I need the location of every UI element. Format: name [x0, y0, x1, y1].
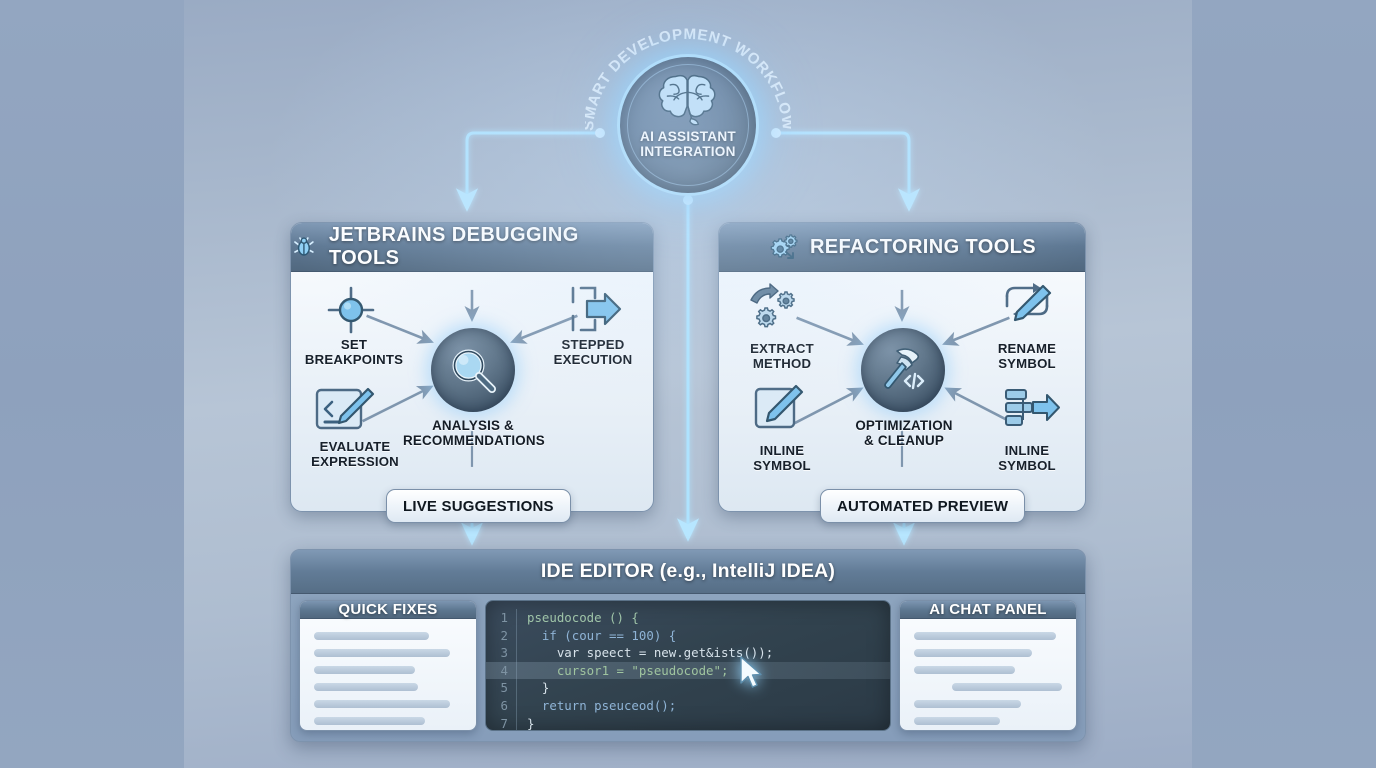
- hub-inner-ring: [627, 64, 749, 186]
- optimization-core-icon[interactable]: [861, 328, 945, 412]
- ide-editor-body: QUICK FIXES 1 pseudocode () {: [291, 594, 1085, 741]
- placeholder-line: [914, 666, 1015, 674]
- ai-chat-panel[interactable]: AI CHAT PANEL: [899, 600, 1077, 731]
- code-line[interactable]: 1 pseudocode () {: [486, 609, 890, 627]
- gutter-divider: [516, 661, 517, 680]
- panel-header-refactoring: REFACTORING TOOLS: [719, 223, 1085, 272]
- node-label-stepped-execution: STEPPED EXECUTION: [553, 337, 633, 367]
- magnifier-icon: [452, 349, 496, 393]
- line-number: 3: [500, 645, 508, 661]
- panel-body-refactoring: EXTRACT METHOD RENAME SYMBOL: [719, 272, 1085, 511]
- chip-live-suggestions-label: LIVE SUGGESTIONS: [403, 497, 554, 515]
- code-line[interactable]: 6 return pseuceod();: [486, 696, 890, 715]
- code-text: }: [527, 680, 550, 696]
- breakpoint-icon: [323, 284, 379, 341]
- extract-method-icon: [745, 282, 811, 343]
- line-number: 6: [500, 697, 508, 713]
- rename-symbol-icon: [997, 280, 1059, 343]
- placeholder-line: [914, 717, 1000, 725]
- gutter-divider: [516, 644, 517, 662]
- line-number: 5: [500, 680, 508, 696]
- placeholder-line: [952, 683, 1062, 691]
- code-line[interactable]: 3 var speect = new.get&ists());: [486, 644, 890, 662]
- code-text: return pseuceod();: [527, 697, 677, 713]
- code-text: cursor1 = "pseudocode";: [527, 662, 729, 678]
- ide-editor-panel[interactable]: IDE EDITOR (e.g., IntelliJ IDEA) QUICK F…: [290, 549, 1086, 742]
- code-line[interactable]: 2 if (cour == 100) {: [486, 626, 890, 645]
- quick-fixes-title-text: QUICK FIXES: [338, 601, 438, 618]
- line-number: 1: [500, 610, 508, 625]
- inline-symbol-icon: [751, 382, 809, 441]
- inline-symbol-arrow-icon: [1001, 384, 1061, 439]
- gutter-divider: [516, 626, 517, 645]
- placeholder-line: [914, 649, 1033, 657]
- ai-assistant-hub[interactable]: SMART DEVELOPMENT WORKFLOW: [585, 22, 791, 197]
- step-over-icon: [565, 282, 625, 341]
- node-label-extract-method: EXTRACT METHOD: [750, 341, 814, 371]
- line-number: 7: [500, 715, 508, 731]
- node-label-rename-symbol: RENAME SYMBOL: [997, 341, 1057, 371]
- placeholder-line: [914, 700, 1021, 708]
- evaluate-expression-icon: [313, 384, 377, 441]
- code-line[interactable]: 5 }: [486, 679, 890, 697]
- line-number: 2: [500, 627, 508, 643]
- line-number: 4: [500, 662, 508, 678]
- gutter-divider: [516, 696, 517, 715]
- gears-icon: [770, 234, 798, 259]
- code-line-active[interactable]: 4 cursor1 = "pseudocode";: [486, 661, 890, 680]
- gutter-divider: [516, 714, 517, 730]
- code-text: pseudocode () {: [527, 610, 639, 625]
- panel-header-debugging: JETBRAINS DEBUGGING TOOLS: [291, 223, 653, 272]
- hammer-code-icon: [884, 348, 925, 390]
- code-text: var speect = new.get&ists());: [527, 645, 774, 661]
- gutter-divider: [516, 609, 517, 627]
- placeholder-line: [314, 666, 415, 674]
- panel-title-debugging: JETBRAINS DEBUGGING TOOLS: [328, 224, 579, 269]
- placeholder-line: [314, 649, 451, 657]
- ai-chat-title: AI CHAT PANEL: [900, 601, 1076, 619]
- code-text: }: [527, 715, 535, 731]
- chip-live-suggestions[interactable]: LIVE SUGGESTIONS: [386, 489, 571, 523]
- node-label-analysis-recommendations: ANALYSIS & RECOMMENDATIONS: [403, 418, 545, 448]
- code-editor-area[interactable]: 1 pseudocode () { 2 if (cour == 100) { 3…: [485, 600, 891, 731]
- mouse-pointer-icon: [740, 656, 762, 688]
- diagram-canvas: SMART DEVELOPMENT WORKFLOW: [184, 0, 1192, 768]
- ide-editor-title-text: IDE EDITOR (e.g., IntelliJ IDEA): [540, 560, 836, 582]
- node-label-evaluate-expression: EVALUATE EXPRESSION: [311, 439, 399, 469]
- node-label-inline-symbol-left: INLINE SYMBOL: [753, 443, 811, 473]
- ai-chat-title-text: AI CHAT PANEL: [929, 601, 1047, 618]
- placeholder-line: [914, 632, 1057, 640]
- panel-body-debugging: SET BREAKPOINTS STEPPED EXECUTION: [291, 272, 653, 511]
- node-label-optimization-cleanup: OPTIMIZATION & CLEANUP: [855, 418, 953, 448]
- panel-jetbrains-debugging-tools[interactable]: JETBRAINS DEBUGGING TOOLS: [290, 222, 654, 512]
- quick-fixes-title: QUICK FIXES: [300, 601, 476, 619]
- node-label-inline-symbol-right: INLINE SYMBOL: [998, 443, 1056, 473]
- placeholder-line: [314, 700, 451, 708]
- code-line[interactable]: 7 }: [486, 714, 890, 731]
- panel-refactoring-tools[interactable]: REFACTORING TOOLS: [718, 222, 1086, 512]
- node-label-set-breakpoints: SET BREAKPOINTS: [304, 337, 404, 367]
- hub-circle[interactable]: AI ASSISTANT INTEGRATION: [617, 54, 759, 196]
- chip-automated-preview[interactable]: AUTOMATED PREVIEW: [820, 489, 1026, 523]
- ai-chat-content: [900, 619, 1076, 730]
- chip-automated-preview-label: AUTOMATED PREVIEW: [837, 497, 1009, 515]
- placeholder-line: [314, 717, 425, 725]
- quick-fixes-content: [300, 619, 476, 730]
- ide-editor-title: IDE EDITOR (e.g., IntelliJ IDEA): [291, 550, 1085, 594]
- bug-icon: [294, 237, 314, 256]
- placeholder-line: [314, 683, 418, 691]
- gutter-divider: [516, 679, 517, 697]
- analysis-core-icon[interactable]: [431, 328, 515, 412]
- panel-title-refactoring: REFACTORING TOOLS: [809, 235, 1037, 258]
- placeholder-line: [314, 632, 430, 640]
- quick-fixes-panel[interactable]: QUICK FIXES: [299, 600, 477, 731]
- code-text: if (cour == 100) {: [527, 627, 677, 643]
